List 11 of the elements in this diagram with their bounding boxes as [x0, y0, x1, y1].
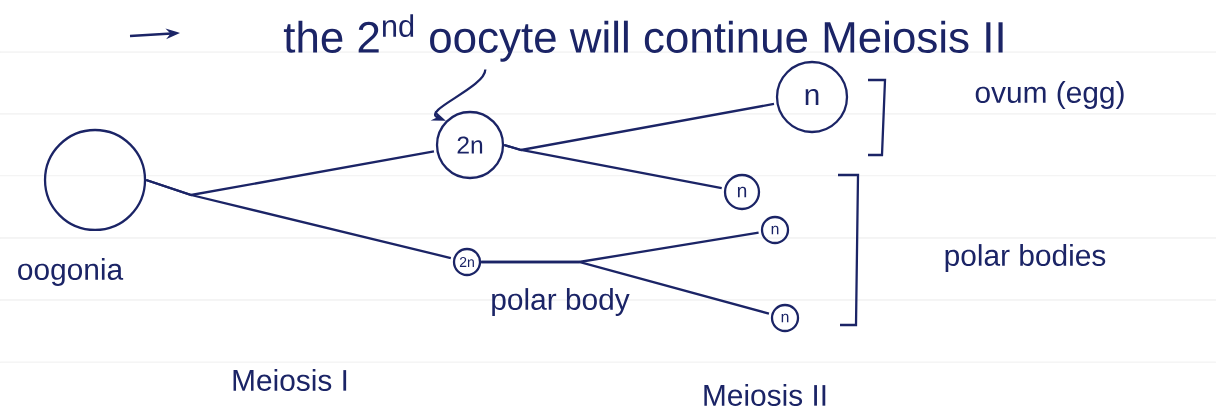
cell-label: oogonia — [18, 258, 124, 286]
cell-label: polar body — [492, 288, 630, 316]
stage-label: Meiosis I — [233, 369, 347, 391]
stage-label: ovum (egg) — [975, 81, 1124, 109]
connector-line — [145, 178, 452, 260]
note-text: the 2$^{nd}$ oocyte will continue Meiosis II — [283, 14, 1003, 62]
stage-label: Meiosis II — [704, 384, 826, 406]
cell-circle — [43, 128, 147, 232]
connector-line — [503, 143, 722, 190]
connector-line — [481, 260, 770, 315]
stage-label: polar bodies — [945, 244, 1106, 272]
